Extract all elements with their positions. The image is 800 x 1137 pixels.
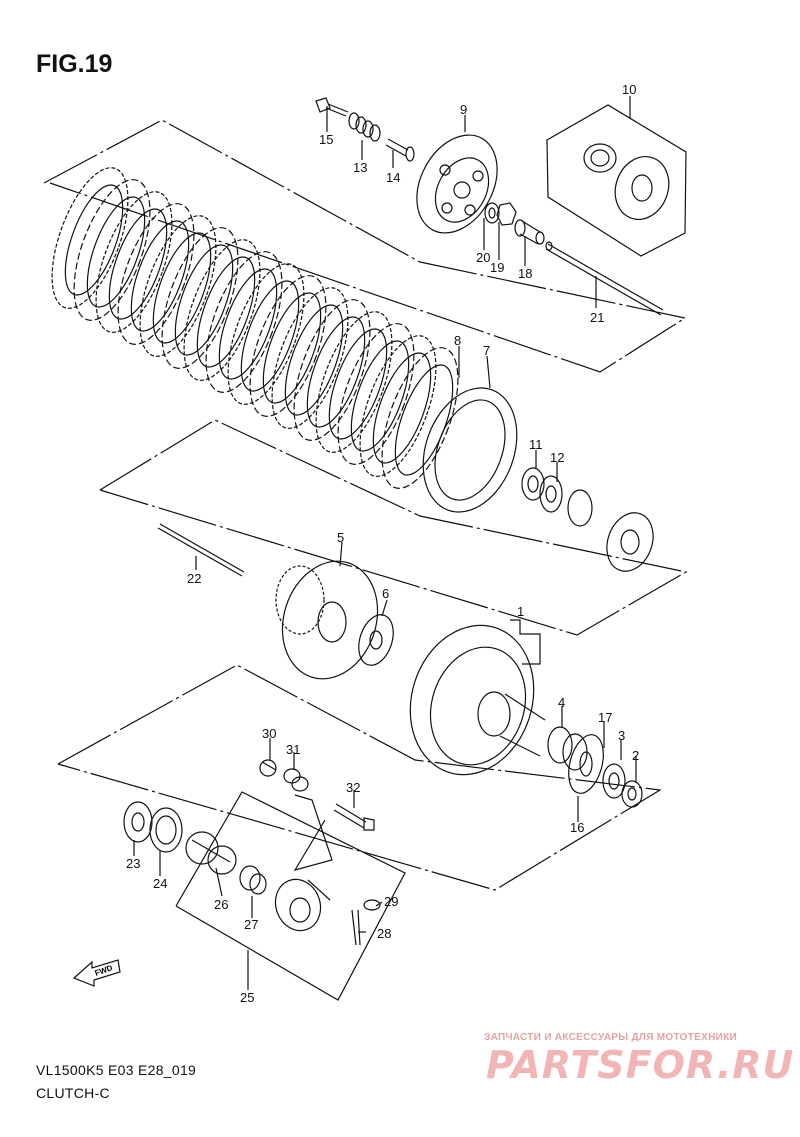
part-label-8: 8 <box>454 333 461 348</box>
seal-24 <box>149 807 183 853</box>
clutch-plate <box>227 263 305 405</box>
washer-20 <box>484 202 500 224</box>
clutch-plate-stack <box>51 167 459 489</box>
spring-pin <box>385 138 415 162</box>
leader-lines <box>133 96 637 990</box>
clutch-cylinder-frame <box>175 791 406 1001</box>
part-label-11: 11 <box>529 437 543 452</box>
clutch-plate-inner-edge <box>350 340 410 452</box>
seal-23 <box>123 801 153 843</box>
bush-30 <box>259 759 277 777</box>
fwd-arrow-icon <box>72 959 121 987</box>
part-label-31: 31 <box>286 742 300 757</box>
nut-19 <box>496 202 517 226</box>
push-rod-21 <box>545 241 664 316</box>
release-bearing-assembly <box>583 143 670 220</box>
part-label-24: 24 <box>153 876 167 891</box>
clutch-plate <box>271 287 349 429</box>
clutch-plate <box>293 299 371 441</box>
part-label-21: 21 <box>590 310 604 325</box>
part-label-6: 6 <box>382 586 389 601</box>
part-label-17: 17 <box>598 710 612 725</box>
clutch-plate-inner-edge <box>372 352 432 464</box>
boot-27 <box>239 865 267 895</box>
clutch-plate <box>161 227 239 369</box>
thrust-washer-6 <box>358 614 394 666</box>
pressure-plate <box>416 134 498 234</box>
clutch-plate <box>205 251 283 393</box>
part-label-9: 9 <box>460 102 467 117</box>
part-label-32: 32 <box>346 780 360 795</box>
clutch-plate-inner-edge <box>394 364 454 476</box>
clutch-spring <box>348 112 381 142</box>
slave-cylinder-25 <box>274 878 331 932</box>
bearing-11 <box>521 467 545 501</box>
part-label-1: 1 <box>517 604 524 619</box>
clutch-plate <box>95 191 173 333</box>
watermark-tagline: ЗАПЧАСТИ И АКСЕССУАРЫ ДЛЯ МОТОТЕХНИКИ <box>484 1032 737 1043</box>
piston-26 <box>185 831 237 875</box>
clutch-plate <box>359 335 437 477</box>
bleeder-28 <box>351 909 361 946</box>
clutch-plate <box>139 215 217 357</box>
part-label-25: 25 <box>240 990 254 1005</box>
model-code: VL1500K5 E03 E28_019 <box>36 1062 197 1078</box>
washer-12 <box>539 475 563 513</box>
part-label-27: 27 <box>244 917 258 932</box>
clutch-plate <box>183 239 261 381</box>
part-label-7: 7 <box>483 343 490 358</box>
clutch-plate <box>73 179 151 321</box>
pin-31 <box>283 768 309 792</box>
primary-driven-gear <box>275 560 379 680</box>
part-label-14: 14 <box>386 170 400 185</box>
part-label-5: 5 <box>337 530 344 545</box>
part-label-16: 16 <box>570 820 584 835</box>
part-label-18: 18 <box>518 266 532 281</box>
clutch-plate <box>249 275 327 417</box>
part-label-13: 13 <box>353 160 367 175</box>
middle-group-frame <box>99 419 688 636</box>
part-label-23: 23 <box>126 856 140 871</box>
clutch-plate <box>315 311 393 453</box>
part-label-2: 2 <box>632 748 639 763</box>
rod-22 <box>157 523 245 577</box>
clutch-plate <box>381 347 459 489</box>
part-label-22: 22 <box>187 571 201 586</box>
clutch-outer-ring <box>422 387 518 513</box>
release-bearing-frame <box>546 104 687 257</box>
cap-29 <box>363 899 381 911</box>
part-label-19: 19 <box>490 260 504 275</box>
part-label-4: 4 <box>558 695 565 710</box>
push-piece-18 <box>514 219 545 245</box>
part-label-12: 12 <box>550 450 564 465</box>
part-label-10: 10 <box>622 82 636 97</box>
washer-3 <box>602 763 626 799</box>
washer-2 <box>621 780 643 808</box>
part-label-20: 20 <box>476 250 490 265</box>
part-label-3: 3 <box>618 728 625 743</box>
needle-bearing-4 <box>547 726 588 771</box>
clutch-plate <box>337 323 415 465</box>
clutch-plate <box>51 167 129 309</box>
lower-group-frame <box>57 664 662 891</box>
part-label-26: 26 <box>214 897 228 912</box>
figure-title: FIG.19 <box>36 50 113 78</box>
clutch-plate <box>117 203 195 345</box>
pressure-bolt <box>315 97 349 117</box>
part-label-30: 30 <box>262 726 276 741</box>
part-label-29: 29 <box>384 894 398 909</box>
part-label-15: 15 <box>319 132 333 147</box>
bolt-32 <box>333 803 375 831</box>
spacer-16-17 <box>568 734 604 794</box>
clutch-housing <box>409 624 546 776</box>
release-hub <box>567 489 654 572</box>
upper-group-frame <box>43 119 687 373</box>
watermark-brand: PARTSFOR.RU <box>486 1043 795 1087</box>
part-label-28: 28 <box>377 926 391 941</box>
part-number-labels: 1234567891011121314151617181920212223242… <box>126 82 639 1005</box>
section-name: CLUTCH-C <box>36 1085 110 1101</box>
